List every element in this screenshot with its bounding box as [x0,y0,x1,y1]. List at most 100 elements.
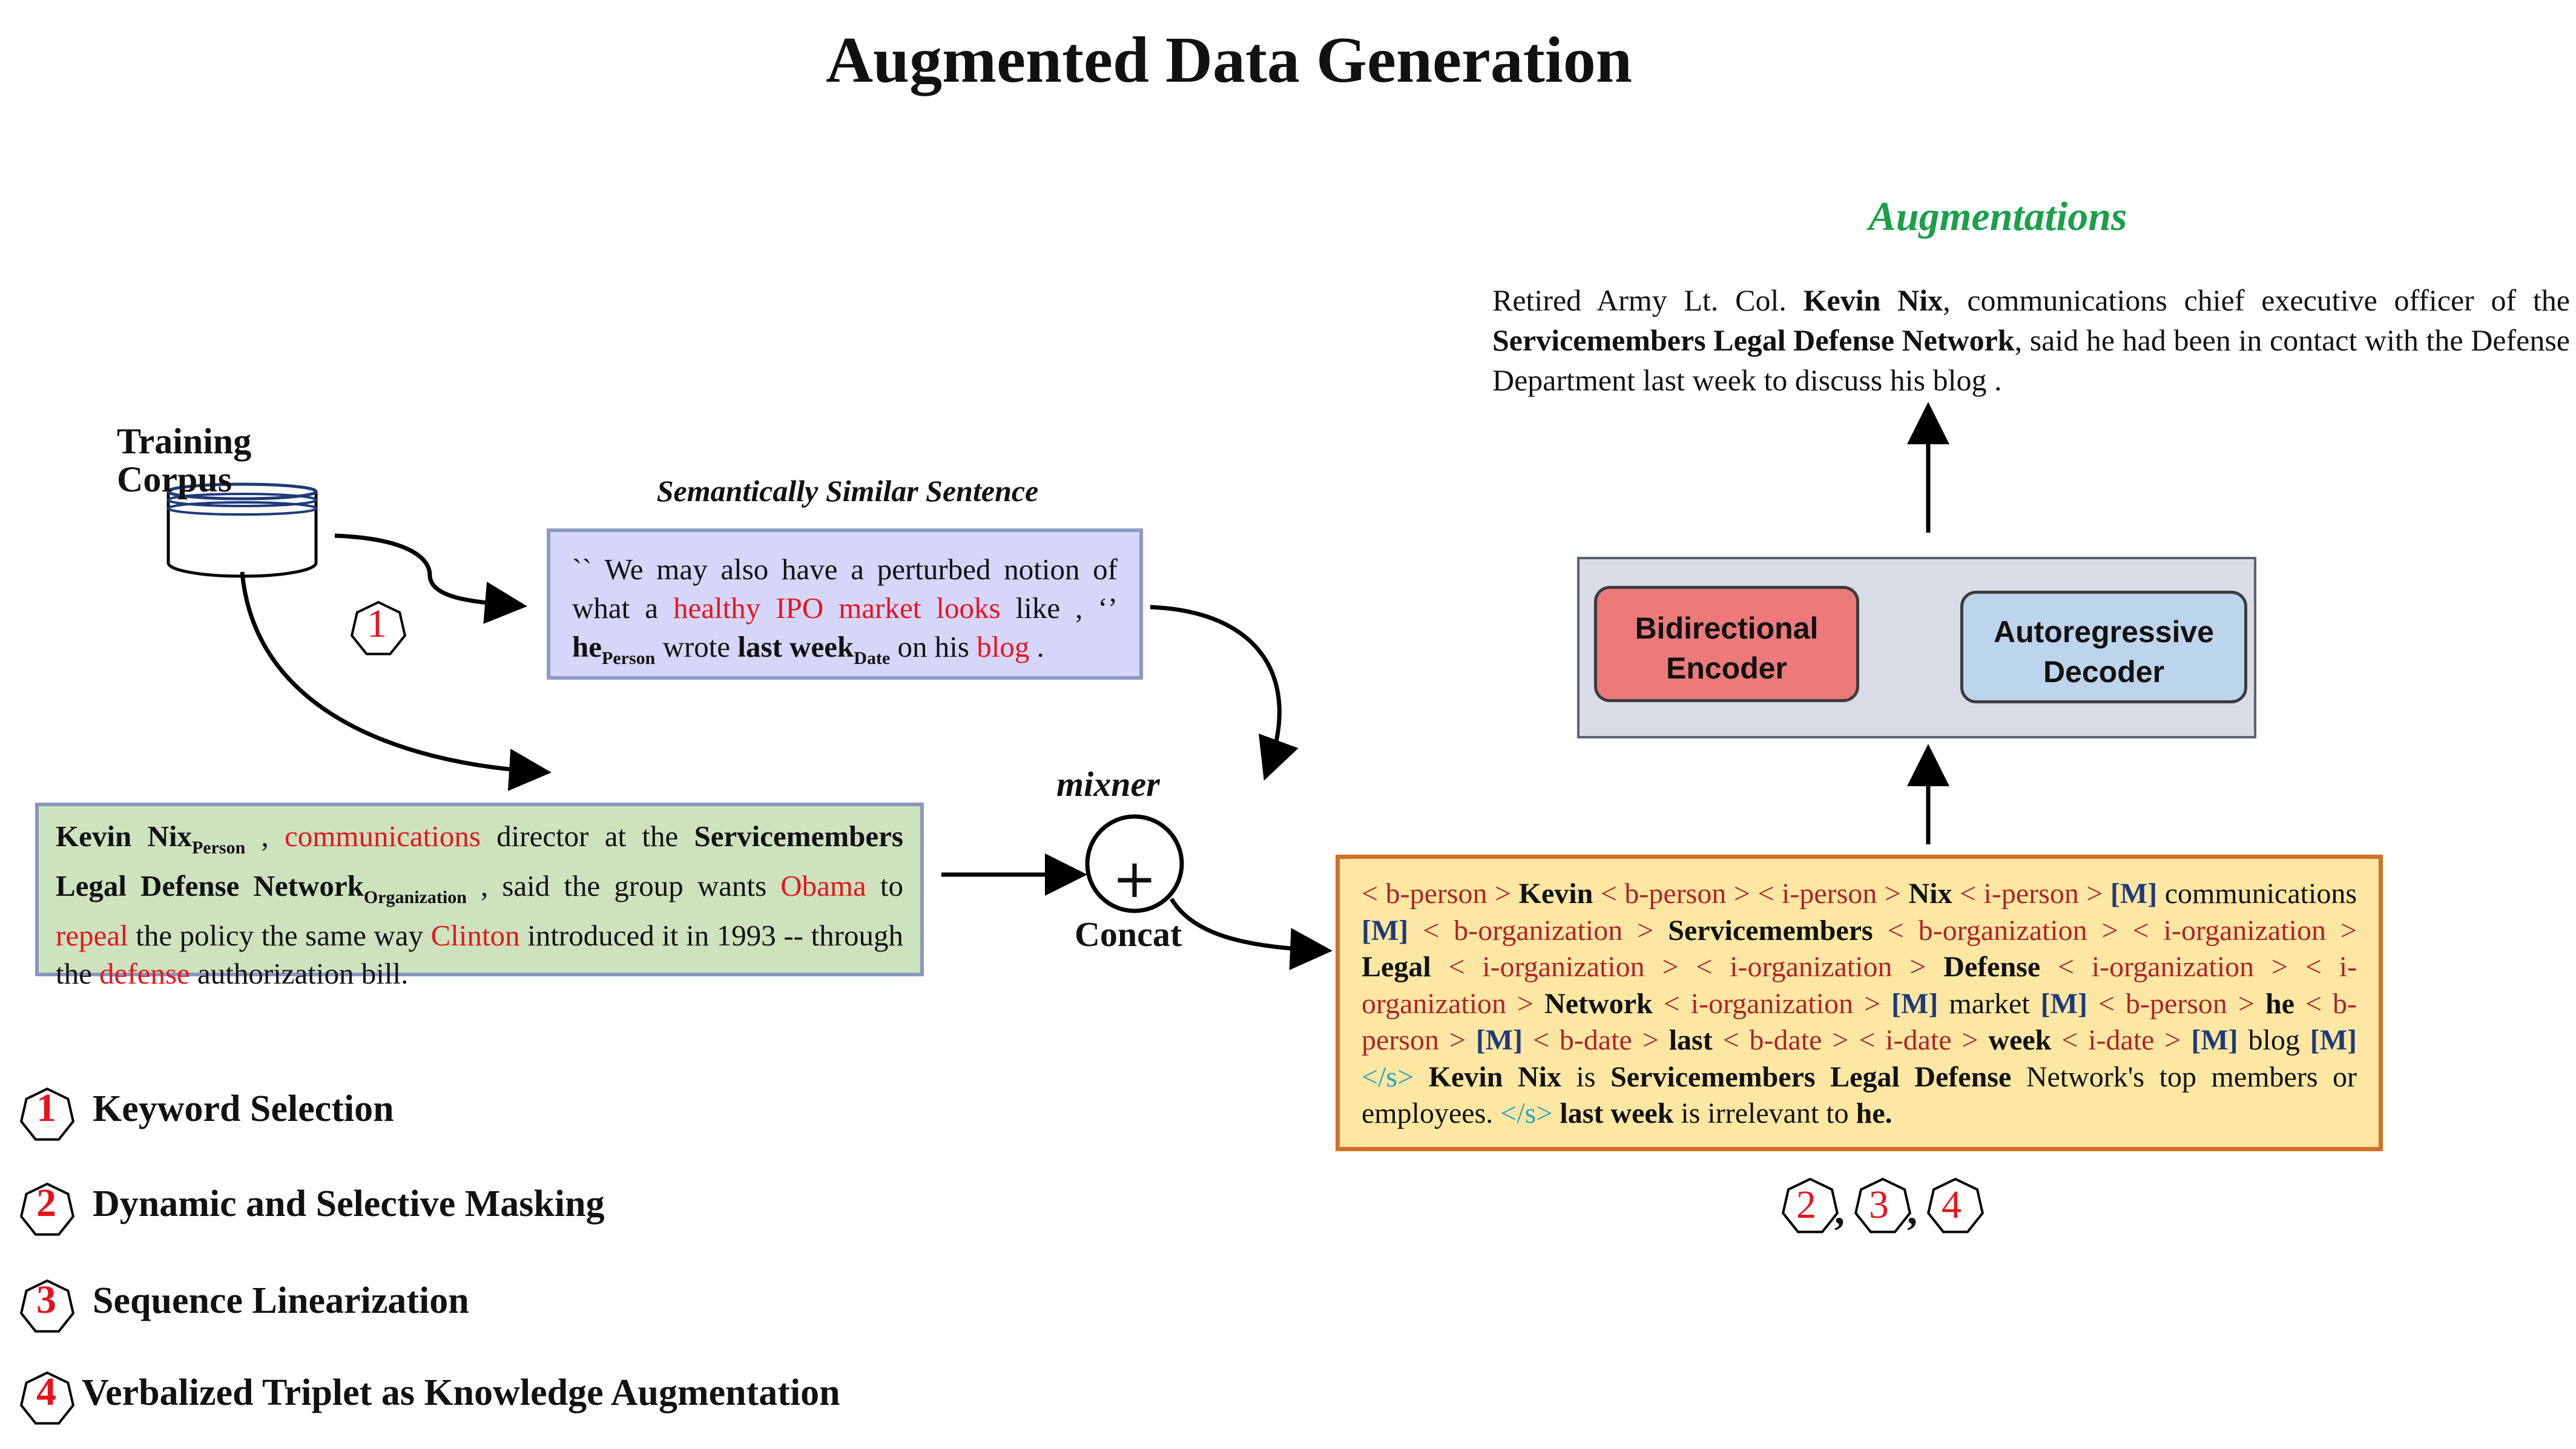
arrow-plus-to-linearized [1169,898,1332,970]
encoder-label-2: Encoder [1665,651,1788,685]
linearized-token: he [2265,987,2294,1020]
linearized-token: Network [1544,987,1653,1020]
legend-label: Keyword Selection [93,1088,394,1130]
linearized-token: < b-person > [2087,987,2265,1020]
linearized-token: [M] [1891,987,1939,1020]
linearized-token: < i-organization > [1652,987,1892,1020]
linearized-token: [M] [2191,1024,2238,1056]
linearized-sequence-box: < b-person > Kevin < b-person > < i-pers… [1336,855,2383,1151]
legend-item-4: 4 Verbalized Triplet as Knowledge Augment… [18,1369,840,1424]
legend-item-3: 3 Sequence Linearization [18,1277,469,1332]
sim-text: on his [890,630,977,663]
sim-text: wrote [655,630,738,663]
sim-entity: last week [737,630,854,663]
encoder-label-1: Bidirectional [1635,611,1819,645]
linearized-token: < i-date > [2051,1024,2192,1056]
linearized-token: < i-person > [1952,878,2110,910]
arrow-corpus-to-training [240,571,552,791]
linearized-token: blog [2238,1024,2310,1056]
linearized-token: Nix [1908,878,1952,910]
linearized-token: Kevin [1518,878,1593,910]
linearized-token: </s> [1362,1060,1429,1093]
training-corpus-label: Training Corpus [117,422,251,499]
page-title: Augmented Data Generation [826,24,1632,96]
linearized-token: < b-organization > < i-organization > [1873,914,2357,947]
aug-text: , said he had been in contact with the D… [1492,323,2570,397]
step-badge-4-num: 4 [1942,1183,1962,1227]
train-text: , [245,820,285,853]
legend-item-2: 2 Dynamic and Selective Masking [18,1180,605,1235]
sim-text: . [1029,630,1044,663]
step-badge-3: 3 [1843,1179,1922,1240]
linearized-token: [M] [2110,878,2165,910]
aug-entity: Kevin Nix [1803,283,1943,317]
similar-sentence-box: `` We may also have a perturbed notion o… [547,528,1143,680]
badge-separator: , [1834,1187,1845,1233]
plus-symbol: + [1112,847,1157,910]
linearized-token: communications [2164,878,2357,910]
linearized-token: Servicemembers [1668,914,1873,947]
step-badge-3-num: 3 [1869,1183,1889,1227]
legend-badge-num: 1 [36,1086,56,1130]
badge-separator: , [1907,1187,1917,1233]
step-badge-1-num: 1 [367,602,387,646]
mixner-label: mixner [1056,764,1160,804]
legend-badge-2: 2 [18,1180,76,1235]
sim-keyword: healthy IPO market looks [673,591,1001,625]
sim-entity-type: Person [602,648,656,668]
aug-text: Retired Army Lt. Col. [1492,283,1804,317]
linearized-token: [M] [1475,1024,1523,1056]
linearized-token: last [1668,1024,1713,1056]
sim-entity: he [572,630,602,663]
aug-entity: Servicemembers Legal Defense Network [1492,323,2015,357]
sim-entity-type: Date [854,648,891,668]
corpus-label-line2: Corpus [117,459,232,499]
linearized-token: week [1988,1024,2052,1056]
decoder-label-1: Autoregressive [1993,615,2215,649]
arrow-similar-to-mixner [1150,605,1299,781]
concat-label: Concat [1075,915,1182,954]
augmentation-sentence: Retired Army Lt. Col. Kevin Nix, communi… [1492,280,2570,400]
sim-keyword: blog [977,630,1030,663]
linearized-token: Kevin Nix [1428,1060,1561,1093]
train-keyword: repeal [56,919,128,952]
train-entity: Kevin Nix [56,820,192,853]
aug-text: , communications chief executive officer… [1943,283,2571,317]
train-entity-type: Person [191,838,246,858]
bidirectional-encoder: Bidirectional Encoder [1594,586,1859,702]
legend-badge-4: 4 [18,1369,76,1424]
linearized-token: Legal [1362,951,1431,983]
train-keyword: defense [99,957,190,990]
linearized-token: < i-organization > < i-organization > [1431,951,1944,983]
train-keyword: communications [285,820,481,853]
linearized-token: < b-organization > [1408,914,1668,947]
legend-label: Sequence Linearization [93,1280,469,1322]
similar-sentence-label: Semantically Similar Sentence [656,474,1039,508]
legend-badge-num: 3 [36,1278,56,1322]
heptagon-badge-3 [1854,1177,1911,1234]
train-entity-type: Organization [363,887,467,907]
linearized-token: Defense [1943,951,2041,983]
legend-heptagon-1 [19,1087,75,1141]
legend-label: Verbalized Triplet as Knowledge Augmenta… [82,1372,840,1414]
legend-label: Dynamic and Selective Masking [93,1183,605,1225]
train-text: the policy the same way [128,919,431,952]
linearized-token: [M] [2040,987,2087,1020]
linearized-token: Servicemembers Legal Defense [1610,1060,2012,1093]
train-keyword: Obama [780,869,866,902]
linearized-token: < b-person > [1362,878,1519,910]
legend-badge-3: 3 [18,1277,76,1332]
step-badge-4: 4 [1916,1179,1995,1240]
training-sentence-box: Kevin NixPerson , communications directo… [35,803,924,990]
corpus-label-line1: Training [117,421,252,461]
legend-badge-num: 4 [36,1370,56,1414]
train-text: to [866,869,903,902]
linearized-token: < i-organization > < i-organization > [1362,951,2357,1020]
linearized-token: [M] [1362,914,1409,947]
train-text: , said the group wants [466,869,781,902]
step-badge-2-num: 2 [1796,1183,1816,1227]
legend-heptagon-3 [19,1279,75,1333]
augmentations-title: Augmentations [1868,193,2127,239]
linearized-token: Network's top members or employees. [1362,1060,2357,1130]
